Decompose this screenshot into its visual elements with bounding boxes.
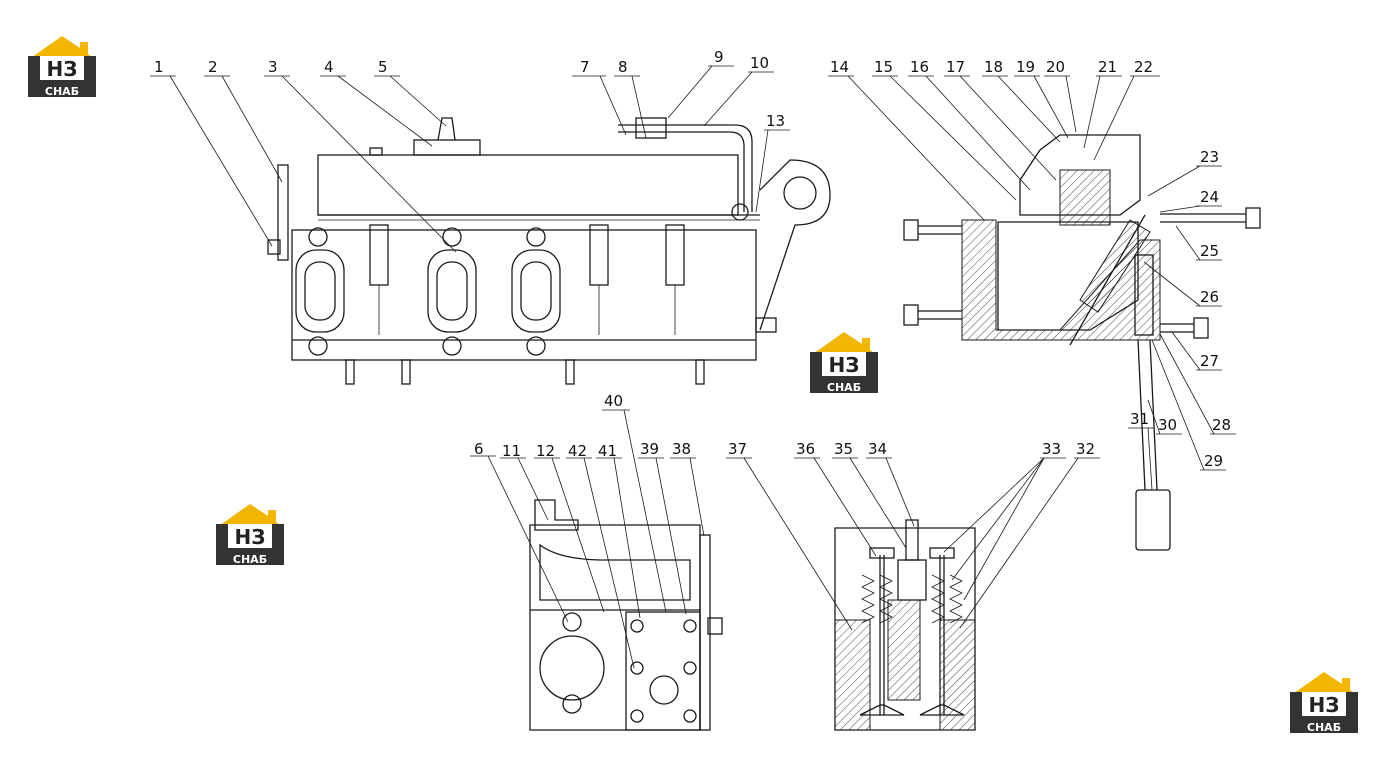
callout-29: 29 bbox=[1204, 452, 1223, 470]
end-view bbox=[529, 499, 723, 731]
callout-24: 24 bbox=[1200, 188, 1219, 206]
callout-4: 4 bbox=[324, 58, 334, 76]
brand-logo-top-left: HЗ СНАБ bbox=[26, 34, 98, 98]
callout-42: 42 bbox=[568, 442, 587, 460]
logo-subtext: СНАБ bbox=[827, 381, 861, 394]
callout-28: 28 bbox=[1212, 416, 1231, 434]
callout-16: 16 bbox=[910, 58, 929, 76]
callout-25: 25 bbox=[1200, 242, 1219, 260]
callout-13: 13 bbox=[766, 112, 785, 130]
callout-32: 32 bbox=[1076, 440, 1095, 458]
callout-36: 36 bbox=[796, 440, 815, 458]
callout-41: 41 bbox=[598, 442, 617, 460]
injector-studs bbox=[369, 224, 685, 335]
callout-27: 27 bbox=[1200, 352, 1219, 370]
callout-14: 14 bbox=[830, 58, 849, 76]
callout-19: 19 bbox=[1016, 58, 1035, 76]
callout-34: 34 bbox=[868, 440, 887, 458]
callout-5: 5 bbox=[378, 58, 388, 76]
callout-26: 26 bbox=[1200, 288, 1219, 306]
exhaust-ports bbox=[295, 249, 561, 333]
leader-lines bbox=[150, 65, 1236, 669]
brand-logo-bottom-left: HЗ СНАБ bbox=[214, 502, 286, 566]
logo-letters: HЗ bbox=[235, 525, 266, 549]
callout-35: 35 bbox=[834, 440, 853, 458]
callout-33: 33 bbox=[1042, 440, 1061, 458]
callout-15: 15 bbox=[874, 58, 893, 76]
brand-logo-center: HЗ СНАБ bbox=[808, 330, 880, 394]
callout-38: 38 bbox=[672, 440, 691, 458]
callout-1: 1 bbox=[154, 58, 164, 76]
logo-subtext: СНАБ bbox=[45, 85, 79, 98]
callout-12: 12 bbox=[536, 442, 555, 460]
logo-letters: HЗ bbox=[1309, 693, 1340, 717]
callout-18: 18 bbox=[984, 58, 1003, 76]
callout-6: 6 bbox=[474, 440, 484, 458]
brand-logo-bottom-right: HЗ СНАБ bbox=[1288, 670, 1360, 734]
logo-letters: HЗ bbox=[47, 57, 78, 81]
valve-section-view bbox=[834, 519, 976, 731]
callout-20: 20 bbox=[1046, 58, 1065, 76]
fuel-return-pipe bbox=[618, 117, 753, 212]
callout-10: 10 bbox=[750, 54, 769, 72]
callout-17: 17 bbox=[946, 58, 965, 76]
callout-22: 22 bbox=[1134, 58, 1153, 76]
callout-numbers: 1 2 3 4 5 6 7 8 9 10 11 12 13 14 15 16 1… bbox=[154, 48, 1231, 470]
callout-40: 40 bbox=[604, 392, 623, 410]
callout-39: 39 bbox=[640, 440, 659, 458]
callout-7: 7 bbox=[580, 58, 590, 76]
callout-21: 21 bbox=[1098, 58, 1117, 76]
lifting-eye bbox=[755, 159, 831, 333]
callout-9: 9 bbox=[714, 48, 724, 66]
bottom-studs bbox=[345, 359, 705, 385]
flange-bolts bbox=[308, 203, 749, 356]
logo-subtext: СНАБ bbox=[1307, 721, 1341, 734]
cross-section-view bbox=[903, 134, 1261, 551]
callout-8: 8 bbox=[618, 58, 628, 76]
callout-31: 31 bbox=[1130, 410, 1149, 428]
logo-letters: HЗ bbox=[829, 353, 860, 377]
callout-2: 2 bbox=[208, 58, 218, 76]
callout-37: 37 bbox=[728, 440, 747, 458]
logo-subtext: СНАБ bbox=[233, 553, 267, 566]
callout-30: 30 bbox=[1158, 416, 1177, 434]
callout-23: 23 bbox=[1200, 148, 1219, 166]
side-view bbox=[267, 117, 831, 385]
callout-11: 11 bbox=[502, 442, 521, 460]
callout-3: 3 bbox=[268, 58, 278, 76]
